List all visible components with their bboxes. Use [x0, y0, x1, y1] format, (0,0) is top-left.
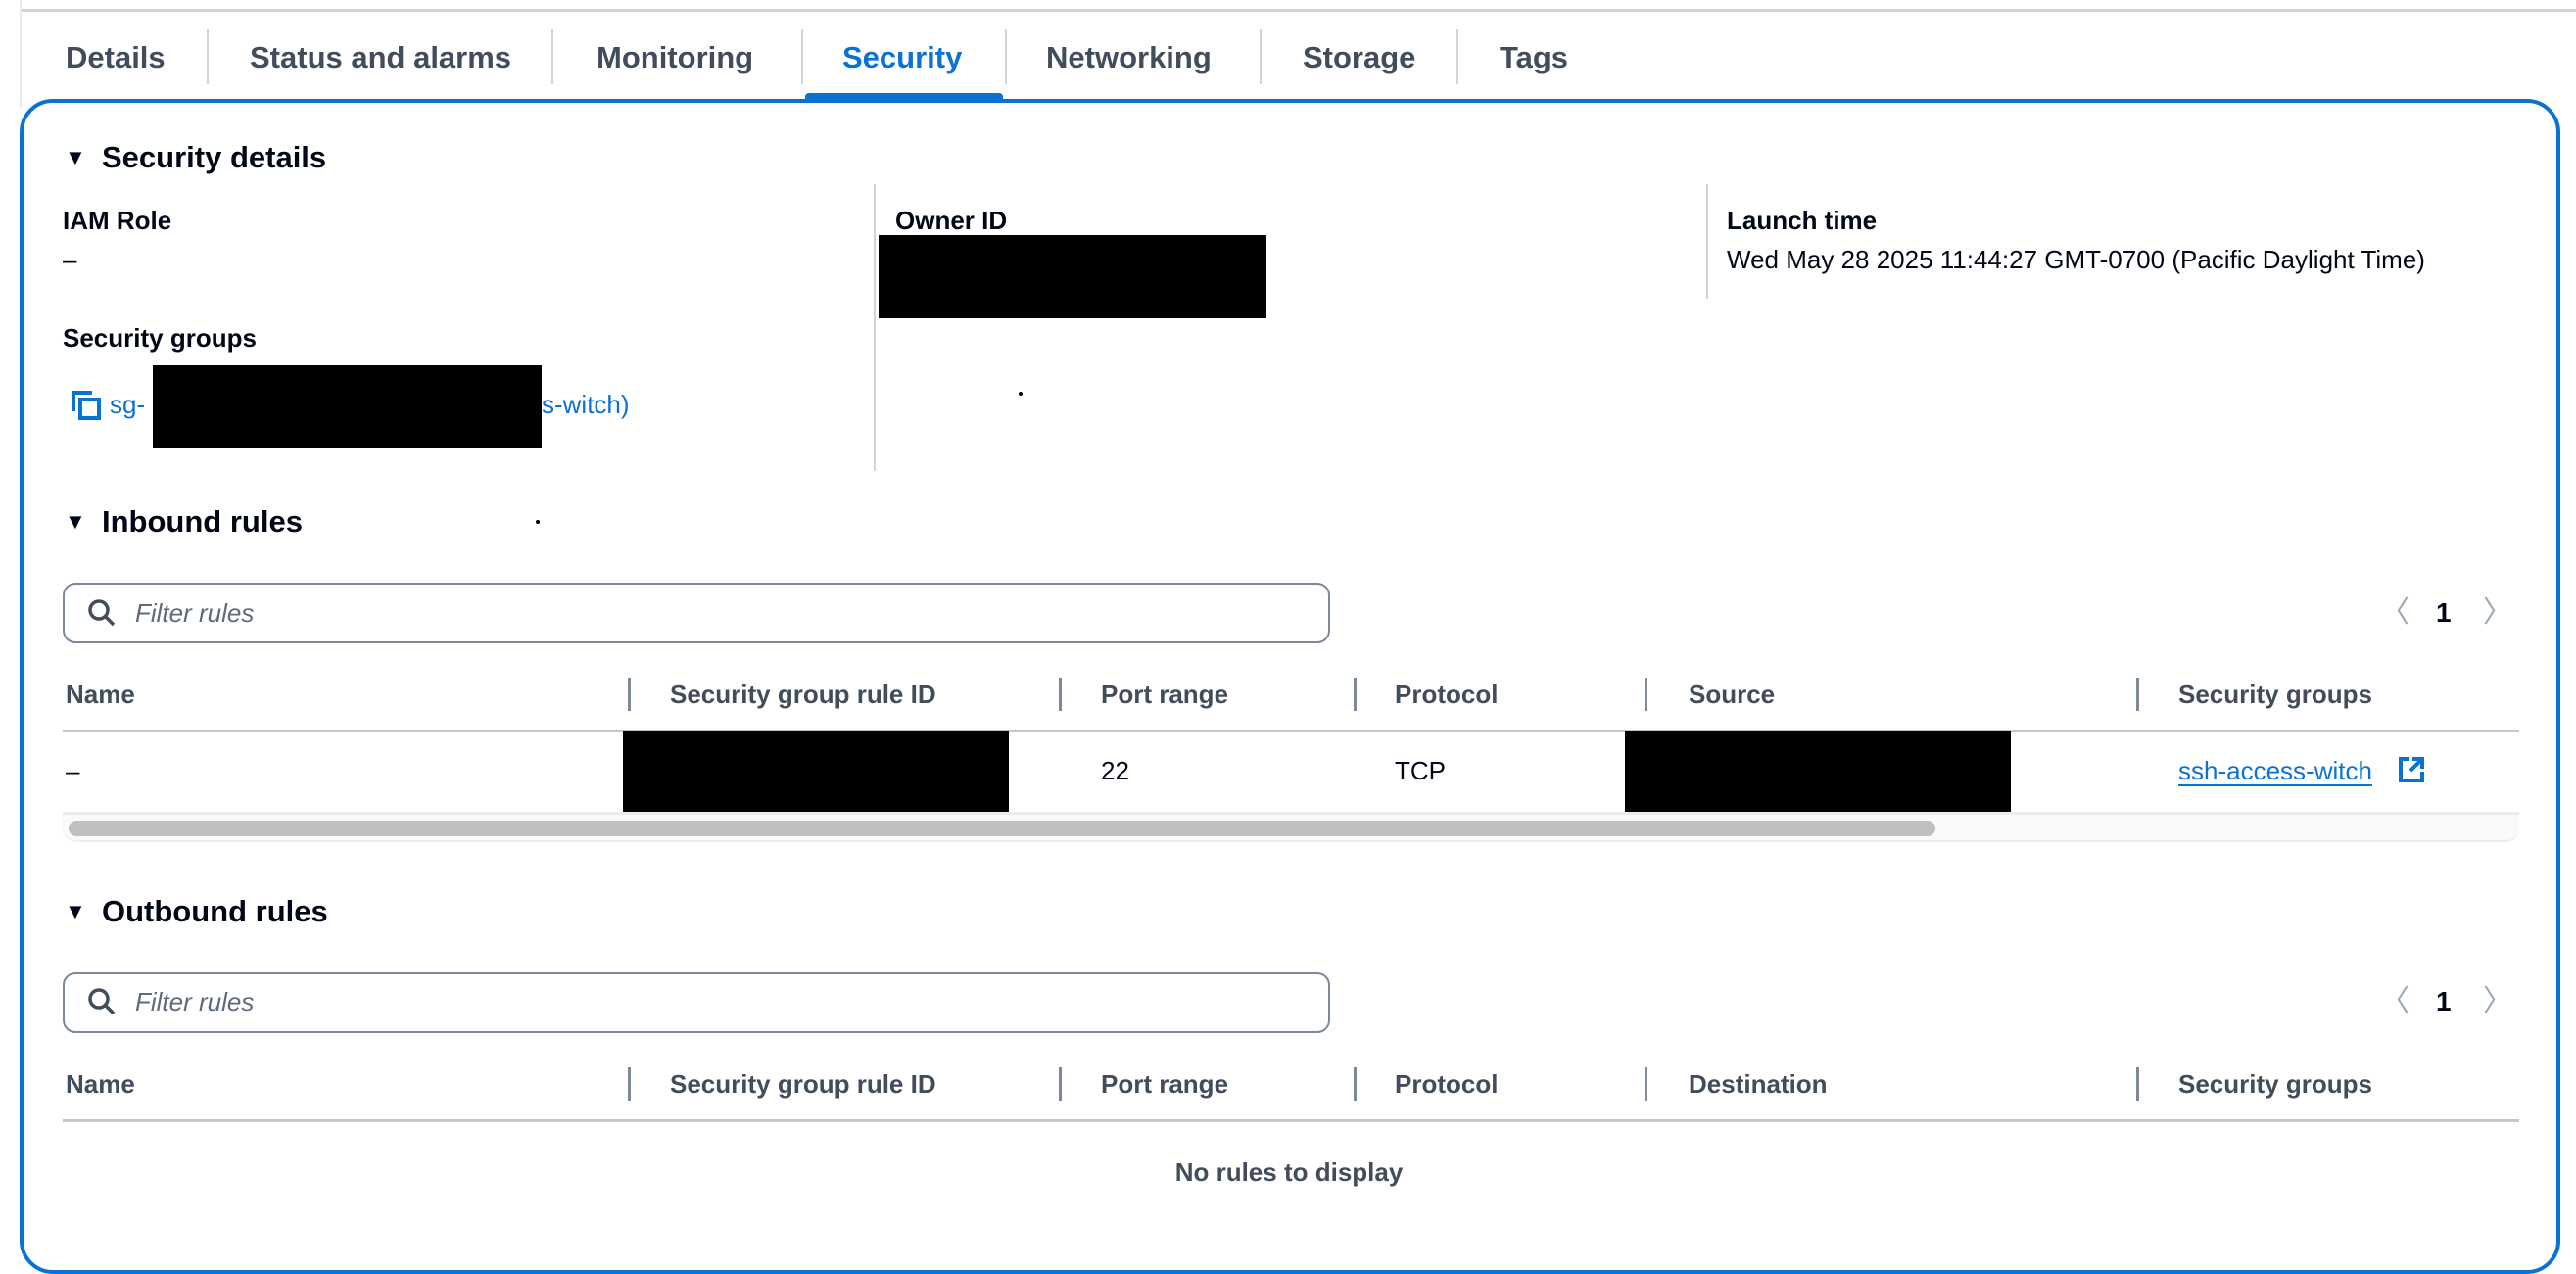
security-details-heading[interactable]: Security details — [102, 140, 327, 174]
inbound-filter-placeholder: Filter rules — [135, 598, 255, 628]
column-resizer[interactable] — [1354, 678, 1357, 711]
search-icon — [86, 597, 118, 629]
column-header-rule-id[interactable]: Security group rule ID — [670, 680, 936, 709]
column-divider — [1706, 184, 1708, 299]
tab-details[interactable]: Details — [66, 40, 166, 74]
caret-down-icon[interactable]: ▼ — [65, 145, 86, 169]
header-divider — [63, 730, 2519, 732]
security-groups-label: Security groups — [63, 323, 257, 353]
next-page-icon[interactable]: 〉 — [2483, 985, 2512, 1017]
column-resizer[interactable] — [2136, 1067, 2139, 1101]
column-resizer[interactable] — [1354, 1067, 1357, 1101]
column-header-protocol[interactable]: Protocol — [1395, 1069, 1499, 1099]
redacted-block — [879, 235, 1266, 318]
tab-monitoring[interactable]: Monitoring — [596, 40, 754, 74]
column-header-security-groups[interactable]: Security groups — [2178, 680, 2372, 709]
previous-page-icon[interactable]: 〈 — [2380, 985, 2409, 1017]
row-divider — [63, 812, 2519, 815]
iam-role-label: IAM Role — [63, 206, 172, 235]
column-resizer[interactable] — [1059, 1067, 1062, 1101]
tab-divider — [551, 29, 553, 84]
previous-page-icon[interactable]: 〈 — [2380, 596, 2409, 629]
row-port-range: 22 — [1101, 756, 1129, 785]
column-header-protocol[interactable]: Protocol — [1395, 680, 1499, 709]
caret-down-icon[interactable]: ▼ — [65, 899, 86, 923]
column-header-name[interactable]: Name — [66, 1069, 135, 1099]
security-group-link[interactable]: s-witch) — [542, 390, 630, 419]
column-header-port-range[interactable]: Port range — [1101, 680, 1229, 709]
outbound-rules-heading[interactable]: Outbound rules — [102, 894, 328, 928]
tab-storage[interactable]: Storage — [1303, 40, 1416, 74]
search-icon — [86, 986, 118, 1017]
column-resizer[interactable] — [628, 1067, 631, 1101]
row-protocol: TCP — [1395, 756, 1446, 785]
tab-divider — [1456, 29, 1458, 84]
tab-security[interactable]: Security — [842, 40, 963, 74]
tab-divider — [801, 29, 803, 84]
external-link-icon[interactable] — [2398, 756, 2425, 783]
inbound-filter-input[interactable] — [63, 583, 1330, 643]
row-name: – — [66, 756, 80, 785]
outbound-filter-placeholder: Filter rules — [135, 987, 255, 1016]
column-resizer[interactable] — [1645, 1067, 1647, 1101]
redacted-block — [623, 731, 1009, 812]
horizontal-scrollbar-thumb[interactable] — [69, 821, 1935, 836]
iam-role-value: – — [63, 245, 77, 274]
tab-divider — [207, 29, 209, 84]
outbound-filter-input[interactable] — [63, 972, 1330, 1033]
security-group-link[interactable]: ssh-access-witch — [2178, 756, 2372, 785]
page-number[interactable]: 1 — [2436, 597, 2452, 628]
owner-id-label: Owner ID — [895, 206, 1008, 235]
top-divider — [20, 9, 2576, 12]
redacted-block — [1625, 731, 2011, 812]
column-header-destination[interactable]: Destination — [1689, 1069, 1828, 1099]
dot — [536, 520, 540, 524]
caret-down-icon[interactable]: ▼ — [65, 509, 86, 534]
inbound-rules-heading[interactable]: Inbound rules — [102, 504, 303, 539]
tab-tags[interactable]: Tags — [1500, 40, 1569, 74]
next-page-icon[interactable]: 〉 — [2483, 596, 2512, 629]
column-divider — [874, 184, 876, 471]
launch-time-value: Wed May 28 2025 11:44:27 GMT-0700 (Pacif… — [1727, 245, 2425, 274]
page-number[interactable]: 1 — [2436, 986, 2452, 1016]
launch-time-label: Launch time — [1727, 206, 1878, 235]
security-group-prefix[interactable]: sg- — [110, 390, 146, 419]
empty-state-message: No rules to display — [1174, 1157, 1404, 1187]
dot — [1019, 392, 1023, 396]
tab-status-and-alarms[interactable]: Status and alarms — [250, 40, 512, 74]
column-resizer[interactable] — [1059, 678, 1062, 711]
tab-networking[interactable]: Networking — [1046, 40, 1212, 74]
left-edge — [20, 0, 22, 108]
column-resizer[interactable] — [2136, 678, 2139, 711]
column-header-source[interactable]: Source — [1689, 680, 1776, 709]
column-header-rule-id[interactable]: Security group rule ID — [670, 1069, 936, 1099]
redacted-block — [153, 365, 542, 448]
column-resizer[interactable] — [628, 678, 631, 711]
copy-icon[interactable] — [71, 390, 102, 421]
active-tab-indicator — [805, 93, 1003, 100]
column-resizer[interactable] — [1645, 678, 1647, 711]
header-divider — [63, 1119, 2519, 1122]
column-header-port-range[interactable]: Port range — [1101, 1069, 1229, 1099]
column-header-security-groups[interactable]: Security groups — [2178, 1069, 2372, 1099]
tab-divider — [1260, 29, 1262, 84]
tab-divider — [1005, 29, 1007, 84]
column-header-name[interactable]: Name — [66, 680, 135, 709]
